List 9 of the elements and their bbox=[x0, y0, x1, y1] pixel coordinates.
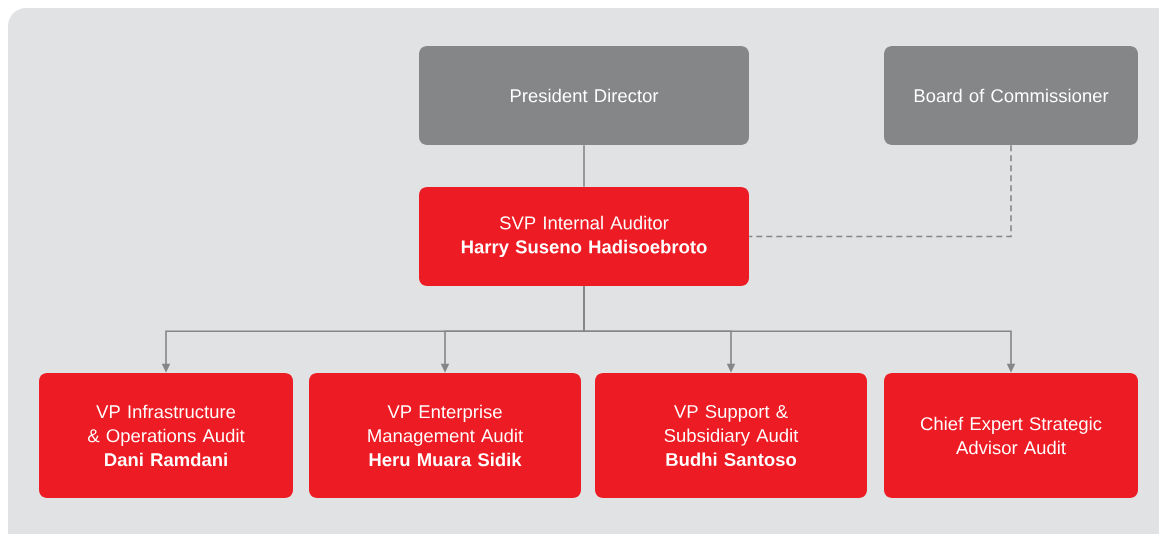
title-box: President Director bbox=[419, 46, 749, 145]
role-box: VP Enterprise Management Audit Heru Muara Sidik bbox=[309, 373, 581, 498]
title-box: Board of Commissioner bbox=[884, 46, 1138, 145]
role-box: VP Infrastructure & Operations Audit Dani Ramdani bbox=[39, 373, 293, 498]
role-box: Chief Expert Strategic Advisor Audit bbox=[884, 373, 1138, 498]
role-box: SVP Internal Auditor Harry Suseno Hadisoebroto bbox=[419, 187, 749, 286]
connector bbox=[583, 144, 585, 188]
role-box: VP Support & Subsidiary Audit Budhi Santoso bbox=[595, 373, 867, 498]
connector bbox=[748, 144, 1012, 238]
